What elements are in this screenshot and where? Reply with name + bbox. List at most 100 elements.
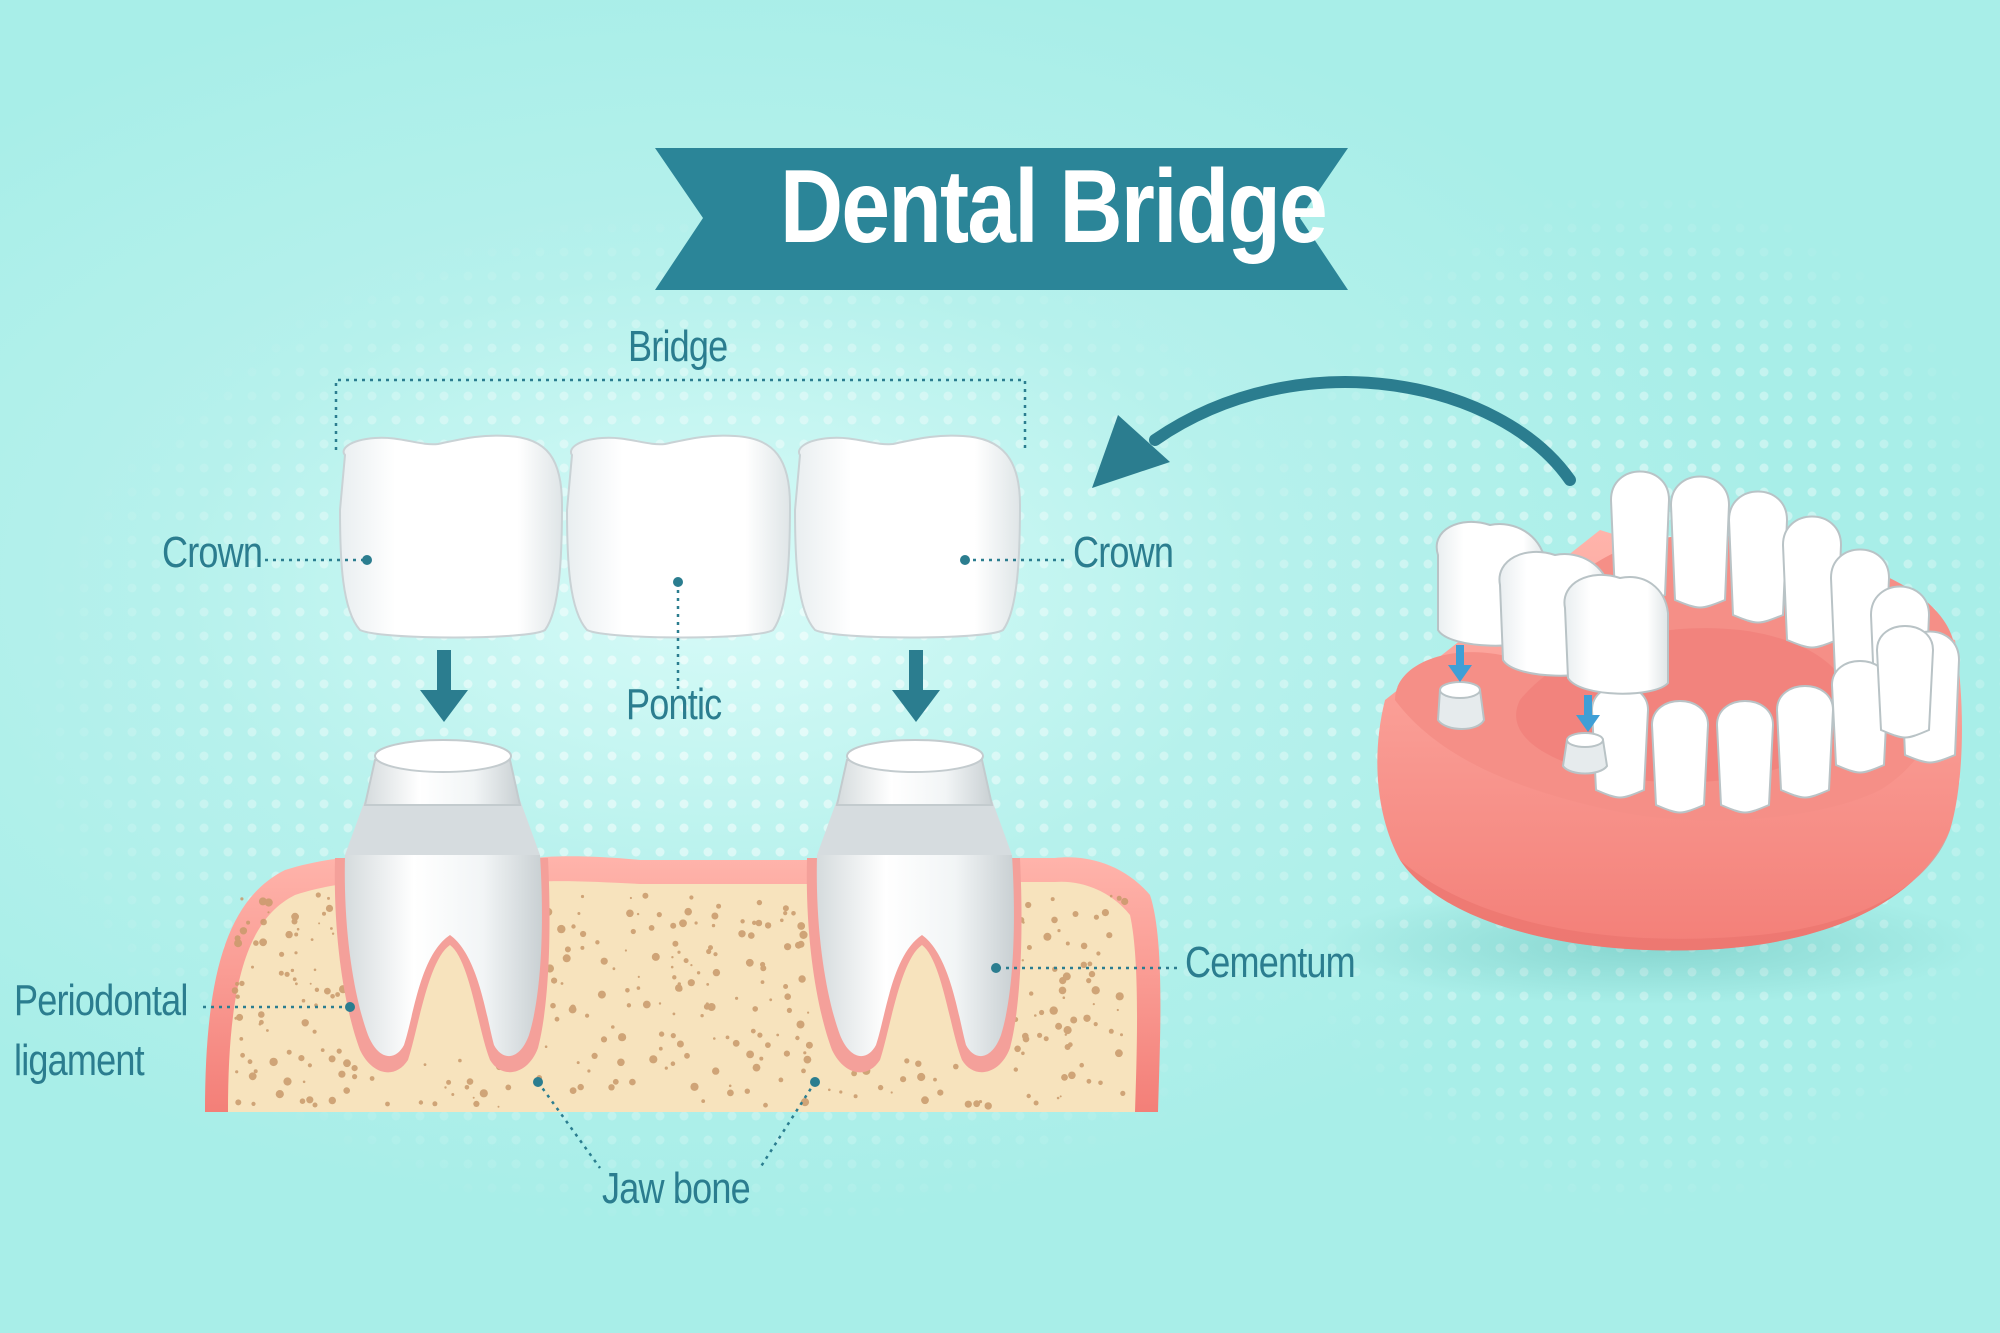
- bone-speckle: [1026, 1093, 1031, 1099]
- bone-speckle: [1065, 941, 1070, 946]
- bone-speckle: [239, 927, 248, 935]
- bone-speckle: [235, 981, 240, 986]
- label-jaw-bone: Jaw bone: [602, 1164, 751, 1213]
- crown-right-shape: [793, 434, 1022, 639]
- bone-speckle: [683, 958, 689, 964]
- bone-speckle: [234, 939, 243, 948]
- bone-speckle: [795, 1035, 800, 1041]
- bone-speckle: [479, 1089, 488, 1098]
- bone-speckle: [890, 1091, 893, 1094]
- bone-speckle: [580, 894, 585, 899]
- bone-speckle: [283, 1077, 292, 1086]
- bone-speckle: [327, 896, 330, 900]
- bone-speckle: [591, 1052, 598, 1059]
- bone-speckle: [953, 1063, 959, 1070]
- bone-speckle: [328, 1055, 336, 1063]
- bone-speckle: [1025, 901, 1032, 909]
- bone-speckle: [778, 1077, 784, 1083]
- bone-speckle: [900, 1076, 907, 1083]
- denture-tooth: [1775, 685, 1835, 799]
- bone-speckle: [585, 1013, 590, 1018]
- bone-speckle: [253, 1069, 258, 1074]
- bone-speckle: [466, 1078, 474, 1085]
- bone-speckle: [1115, 992, 1124, 1001]
- bone-speckle: [577, 912, 581, 915]
- bone-speckle: [564, 946, 571, 953]
- bone-speckle: [301, 1019, 309, 1027]
- bone-speckle: [705, 1002, 709, 1006]
- bone-speckle: [1056, 1096, 1060, 1100]
- bone-speckle: [557, 924, 566, 934]
- bone-speckle: [670, 922, 677, 929]
- bone-speckle: [1101, 909, 1109, 917]
- bone-speckle: [299, 1098, 306, 1104]
- bone-speckle: [760, 980, 765, 984]
- bone-speckle: [1043, 1036, 1049, 1042]
- bone-speckle: [587, 1069, 591, 1073]
- bone-speckle: [235, 1070, 239, 1074]
- bone-speckle: [1059, 1095, 1062, 1098]
- label-periodontal-line1: Periodontal: [14, 976, 188, 1025]
- bone-speckle: [1115, 1049, 1123, 1058]
- bone-speckle: [560, 982, 564, 985]
- bone-speckle: [324, 987, 331, 995]
- bone-speckle: [236, 1013, 244, 1021]
- bone-speckle: [290, 968, 295, 973]
- bone-speckle: [318, 922, 321, 925]
- bone-speckle: [689, 895, 694, 900]
- bone-speckle: [1039, 1009, 1045, 1016]
- bone-speckle: [600, 957, 608, 965]
- label-crown-left: Crown: [162, 528, 263, 577]
- denture-tooth: [1875, 625, 1935, 739]
- bone-speckle: [1062, 996, 1066, 999]
- bone-speckle: [580, 930, 587, 938]
- bone-speckle: [1026, 945, 1032, 950]
- bone-speckle: [1080, 942, 1088, 950]
- bone-speckle: [1070, 1016, 1078, 1024]
- bone-speckle: [1033, 1100, 1039, 1106]
- bone-speckle: [336, 1048, 342, 1054]
- arrow-down-right-icon: [892, 650, 940, 722]
- bone-speckle: [780, 918, 784, 923]
- bone-speckle: [1021, 959, 1024, 962]
- bone-speckle: [984, 1102, 992, 1110]
- bone-speckle: [629, 896, 633, 900]
- bone-speckle: [338, 1070, 346, 1078]
- bone-speckle: [783, 984, 789, 989]
- abutment-tooth-left: [334, 739, 550, 1073]
- bone-speckle: [247, 1059, 253, 1065]
- bone-speckle: [248, 1072, 257, 1081]
- bone-speckle: [706, 983, 710, 986]
- bone-speckle: [651, 952, 660, 961]
- bone-speckle: [687, 979, 695, 987]
- bone-speckle: [1096, 951, 1101, 956]
- bone-speckle: [1037, 1032, 1043, 1038]
- bone-speckle: [314, 987, 320, 992]
- bone-speckle: [670, 1061, 676, 1066]
- bone-speckle: [1098, 1080, 1103, 1086]
- bone-speckle: [853, 1094, 858, 1099]
- arrow-down-left-icon: [420, 650, 468, 722]
- curved-arrow-icon: [1092, 376, 1576, 488]
- bone-speckle: [600, 1036, 608, 1043]
- bone-speckle: [307, 1063, 312, 1068]
- bone-speckle: [799, 930, 808, 940]
- bone-speckle: [251, 1101, 256, 1106]
- bone-speckle: [309, 982, 312, 985]
- label-cementum: Cementum: [1185, 938, 1356, 987]
- bone-speckle: [1068, 1071, 1076, 1080]
- bone-speckle: [701, 1099, 706, 1103]
- bone-speckle: [569, 1087, 577, 1094]
- bone-speckle: [626, 909, 634, 918]
- bone-speckle: [765, 1042, 771, 1048]
- bone-speckle: [670, 965, 674, 969]
- bone-speckle: [611, 1025, 615, 1029]
- bone-speckle: [752, 920, 757, 925]
- bone-speckle: [240, 1052, 246, 1058]
- bone-speckle: [418, 1100, 424, 1105]
- bone-speckle: [251, 965, 254, 969]
- bone-speckle: [310, 938, 314, 941]
- bone-speckle: [671, 956, 674, 959]
- bone-speckle: [713, 1037, 716, 1040]
- bone-speckle: [937, 1089, 944, 1096]
